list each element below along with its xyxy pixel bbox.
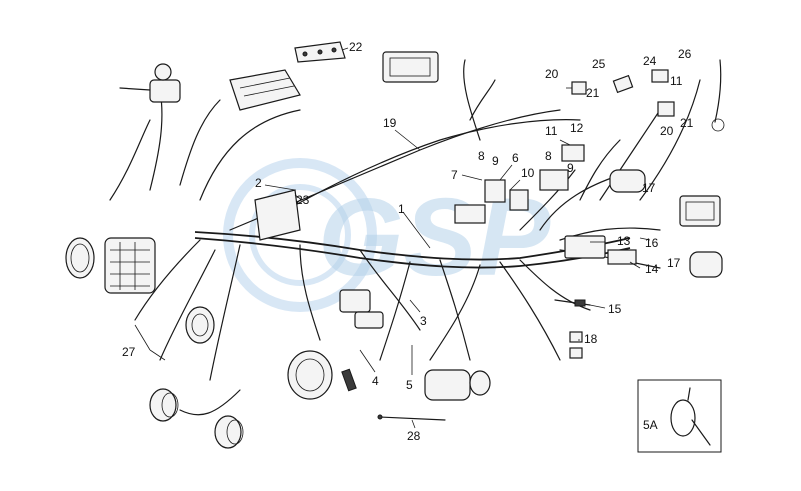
callout-5a: 5A [643, 418, 658, 432]
rear-indicator-1 [149, 388, 179, 422]
callout-20-right: 20 [660, 124, 674, 138]
relay-14 [607, 249, 637, 265]
callout-24: 24 [643, 54, 657, 68]
relay-6 [484, 179, 506, 203]
front-indicator-left [65, 237, 95, 279]
callout-9-left: 9 [492, 154, 499, 168]
relay-10 [509, 189, 529, 211]
callout-20-top: 20 [545, 67, 559, 81]
callout-9-right: 9 [567, 161, 574, 175]
callout-16: 16 [645, 236, 659, 250]
callout-8-left: 8 [478, 149, 485, 163]
callout-7: 7 [451, 168, 458, 182]
callout-23: 23 [296, 193, 310, 207]
relay-20-right [657, 101, 675, 117]
relay-12 [561, 144, 585, 162]
callout-2: 2 [255, 176, 262, 190]
callout-5: 5 [406, 378, 413, 392]
leader-lines [134, 47, 651, 429]
relay-24 [651, 69, 669, 83]
horn [185, 306, 215, 344]
ignition-coil [254, 189, 301, 241]
relay-25 [612, 74, 634, 94]
relay-20-top [571, 81, 587, 95]
handlebar-switch [119, 63, 181, 103]
callout-12: 12 [570, 121, 584, 135]
callout-14: 14 [645, 262, 659, 276]
rear-light-upper [609, 169, 646, 193]
callout-25: 25 [592, 57, 606, 71]
rectifier-unit [679, 195, 721, 227]
callout-18: 18 [584, 332, 598, 346]
callout-4: 4 [372, 374, 379, 388]
callout-17-upper: 17 [642, 181, 656, 195]
callout-3: 3 [420, 314, 427, 328]
sensor-4 [341, 368, 357, 392]
cable-15 [554, 299, 591, 307]
inset-box [637, 379, 722, 453]
instrument-cluster [229, 69, 301, 111]
switch-18 [569, 331, 583, 359]
callouts: 1 2 3 4 5 5A 6 7 8 8 9 9 10 11 11 12 13 … [122, 40, 694, 443]
bracket [294, 41, 346, 63]
callout-15: 15 [608, 302, 622, 316]
callout-13: 13 [617, 234, 631, 248]
callout-21-top: 21 [586, 86, 600, 100]
callout-19: 19 [383, 116, 397, 130]
sensor-cable-26 [711, 59, 725, 132]
callout-26: 26 [678, 47, 692, 61]
callout-11-right: 11 [670, 74, 683, 88]
relay-11-center [539, 169, 569, 191]
callout-1: 1 [398, 202, 405, 216]
callout-21-right: 21 [680, 116, 694, 130]
cable-tie [377, 414, 446, 421]
regulator [564, 235, 606, 259]
callout-10: 10 [521, 166, 535, 180]
headlight [104, 237, 156, 294]
control-unit [382, 51, 439, 83]
callout-8-right: 8 [545, 149, 552, 163]
callout-6: 6 [512, 151, 519, 165]
callout-28: 28 [407, 429, 421, 443]
generator-cover [287, 350, 333, 400]
starter-relay [339, 289, 384, 329]
main-harness [109, 59, 701, 381]
callout-17-lower: 17 [667, 256, 681, 270]
callout-11-center: 11 [545, 124, 558, 138]
rear-indicator-2 [214, 415, 244, 449]
callout-27: 27 [122, 345, 136, 359]
starter-motor [424, 369, 491, 401]
fuse-box [454, 204, 486, 224]
callout-22: 22 [349, 40, 363, 54]
rear-light-lower [689, 251, 723, 278]
